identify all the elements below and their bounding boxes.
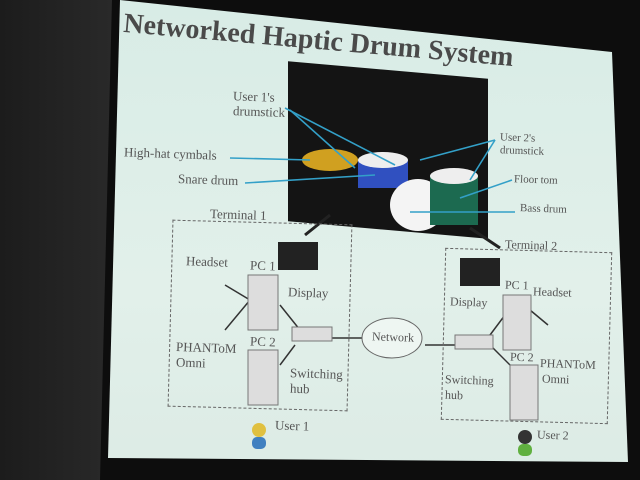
callout-arrows <box>229 107 515 213</box>
t2-display: Display <box>449 294 488 310</box>
t2-headset: Headset <box>532 284 572 300</box>
t1-display: Display <box>287 284 329 301</box>
terminal1-box <box>167 219 353 412</box>
t2-user: User 2 <box>536 427 569 443</box>
user2-icon <box>518 430 532 444</box>
label-snare: Snare drum <box>177 170 239 189</box>
snare-head <box>358 152 408 168</box>
hihat-cymbal <box>302 149 358 171</box>
label-floor-tom: Floor tom <box>513 173 558 187</box>
displays <box>278 242 500 286</box>
t1-omni: Omni <box>175 354 206 371</box>
t2-pc1: PC 1 <box>504 277 529 293</box>
t2-pc2: PC 2 <box>509 349 534 365</box>
t2-hub2: hub <box>444 387 464 403</box>
label-hihat: High-hat cymbals <box>123 144 218 163</box>
terminal1-label: Terminal 1 <box>209 206 267 223</box>
terminal2-box <box>440 247 613 425</box>
t2-hub1: Switching <box>444 372 494 388</box>
t2-omni: Omni <box>541 371 570 387</box>
label-user1-stick2: drumstick <box>232 103 286 120</box>
pcs <box>247 274 539 421</box>
t2-phantom: PHANToM <box>539 356 597 372</box>
t1-pc2: PC 2 <box>249 333 276 350</box>
network-cloud <box>361 317 423 359</box>
t1-user: User 1 <box>274 417 310 434</box>
network-label: Network <box>371 329 415 345</box>
t1-headset: Headset <box>185 253 229 270</box>
t1-pc1: PC 1 <box>249 257 276 274</box>
terminal2-label: Terminal 2 <box>504 237 558 253</box>
user1-icon <box>252 423 266 437</box>
label-user2-stick: User 2's <box>499 131 536 145</box>
label-bass: Bass drum <box>519 202 567 216</box>
t1-hub2: hub <box>289 380 310 397</box>
label-user2-stick2: drumstick <box>499 144 545 158</box>
